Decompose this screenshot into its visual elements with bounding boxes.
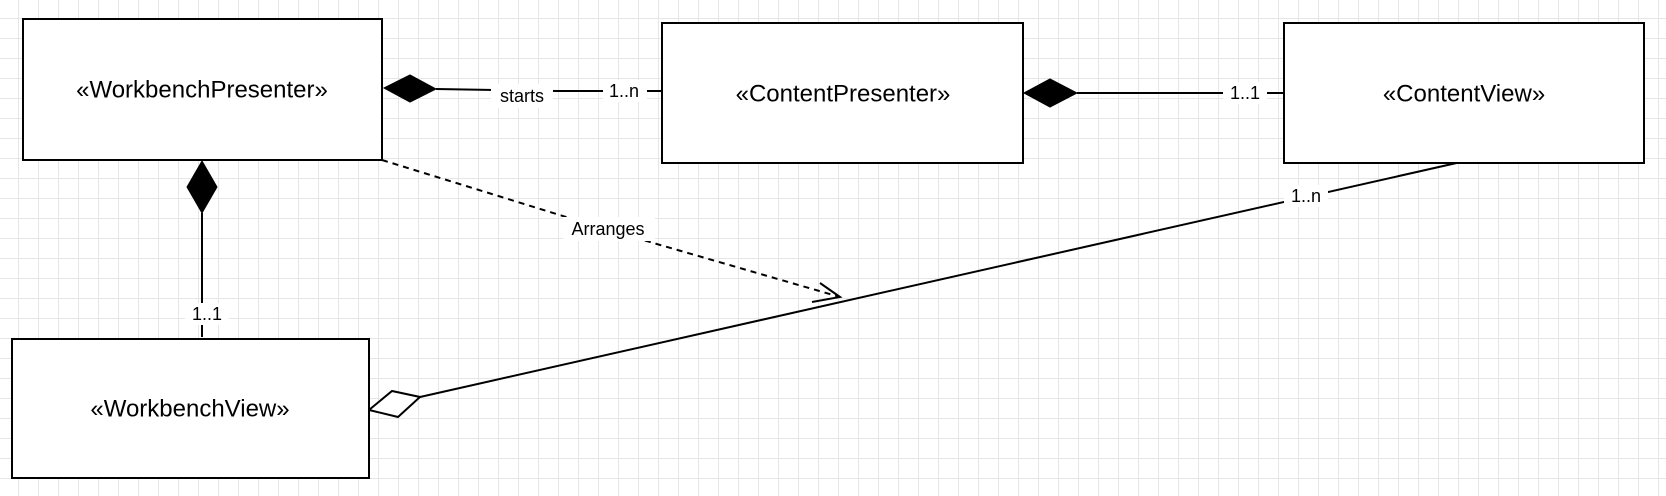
class-name: «WorkbenchView» bbox=[90, 396, 289, 423]
multiplicity-label: 1..n bbox=[1291, 186, 1321, 206]
class-content-view[interactable]: «ContentView» bbox=[1283, 22, 1645, 164]
class-name: «WorkbenchPresenter» bbox=[76, 77, 328, 104]
class-name: «ContentView» bbox=[1383, 81, 1545, 108]
class-content-presenter[interactable]: «ContentPresenter» bbox=[661, 22, 1024, 164]
edge-label-arranges: Arranges bbox=[571, 219, 644, 239]
composition-diamond-icon bbox=[186, 159, 218, 215]
aggregation-diamond-icon bbox=[366, 389, 423, 419]
composition-diamond-icon bbox=[1022, 78, 1079, 108]
class-workbench-view[interactable]: «WorkbenchView» bbox=[11, 338, 370, 479]
class-workbench-presenter[interactable]: «WorkbenchPresenter» bbox=[22, 18, 383, 161]
multiplicity-label: 1..n bbox=[609, 81, 639, 101]
composition-diamond-icon bbox=[382, 74, 438, 103]
multiplicity-label: 1..1 bbox=[1230, 83, 1260, 103]
open-arrowhead-icon bbox=[811, 282, 843, 303]
class-name: «ContentPresenter» bbox=[736, 81, 951, 108]
multiplicity-label: 1..1 bbox=[192, 304, 222, 324]
edge-label-starts: starts bbox=[500, 86, 544, 106]
